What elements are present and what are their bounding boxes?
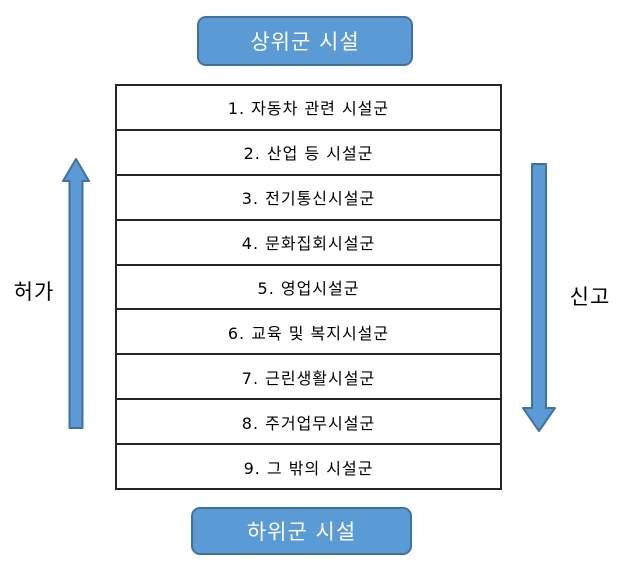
row-label: 6. 교육 및 복지시설군	[227, 323, 390, 343]
table-row: 9. 그 밖의 시설군	[117, 445, 500, 488]
table-row: 8. 주거업무시설군	[117, 400, 500, 446]
table-row: 7. 근린생활시설군	[117, 355, 500, 401]
report-label: 신고	[569, 285, 611, 309]
row-label: 7. 근린생활시설군	[241, 368, 376, 388]
table-row: 4. 문화집회시설군	[117, 221, 500, 266]
row-label: 3. 전기통신시설군	[241, 189, 376, 209]
table-row: 2. 산업 등 시설군	[117, 131, 500, 176]
permit-up-arrow-icon	[62, 158, 90, 429]
report-down-arrow-icon	[522, 163, 556, 432]
row-label: 1. 자동차 관련 시설군	[227, 99, 390, 119]
row-label: 5. 영업시설군	[257, 279, 360, 298]
upper-group-label: 상위군 시설	[250, 30, 360, 54]
table-row: 3. 전기통신시설군	[117, 176, 500, 221]
table-row: 5. 영업시설군	[117, 266, 500, 311]
upper-group-box: 상위군 시설	[197, 16, 413, 66]
table-row: 6. 교육 및 복지시설군	[117, 310, 500, 356]
table-row: 1. 자동차 관련 시설군	[117, 86, 500, 131]
lower-group-label: 하위군 시설	[246, 520, 357, 544]
row-label: 9. 그 밖의 시설군	[243, 458, 374, 478]
row-label: 4. 문화집회시설군	[241, 234, 376, 254]
row-label: 8. 주거업무시설군	[241, 413, 376, 433]
row-label: 2. 산업 등 시설군	[243, 144, 374, 164]
lower-group-box: 하위군 시설	[191, 507, 412, 555]
facility-group-table: 1. 자동차 관련 시설군 2. 산업 등 시설군 3. 전기통신시설군 4. …	[115, 84, 502, 490]
permit-label: 허가	[13, 280, 55, 304]
